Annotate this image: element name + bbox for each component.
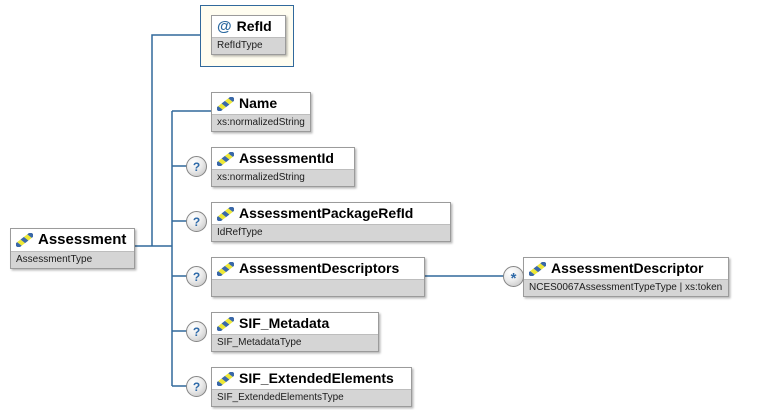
element-icon bbox=[217, 261, 234, 276]
node-title: AssessmentPackageRefId bbox=[239, 205, 414, 221]
node-type: SIF_ExtendedElementsType bbox=[212, 389, 411, 406]
optional-icon: ? bbox=[186, 376, 207, 397]
node-type: NCES0067AssessmentTypeType | xs:token bbox=[524, 279, 728, 296]
node-title: AssessmentDescriptors bbox=[239, 260, 400, 276]
node-title: AssessmentId bbox=[239, 150, 334, 166]
element-icon bbox=[529, 261, 546, 276]
element-icon bbox=[217, 151, 234, 166]
attribute-container: @ RefId RefIdType bbox=[200, 5, 294, 67]
node-assessment[interactable]: Assessment AssessmentType bbox=[10, 228, 136, 269]
node-type: AssessmentType bbox=[11, 251, 135, 268]
node-type: xs:normalizedString bbox=[212, 114, 310, 131]
element-icon bbox=[217, 371, 234, 386]
node-title: Name bbox=[239, 95, 278, 111]
node-assessmentdescriptors[interactable]: AssessmentDescriptors bbox=[211, 257, 425, 297]
node-assessmentpackagerefid[interactable]: AssessmentPackageRefId IdRefType bbox=[211, 202, 451, 242]
optional-icon: ? bbox=[186, 321, 207, 342]
element-icon bbox=[16, 233, 33, 247]
optional-icon: ? bbox=[186, 211, 207, 232]
node-assessmentid[interactable]: AssessmentId xs:normalizedString bbox=[211, 147, 355, 187]
node-type: RefIdType bbox=[212, 37, 285, 54]
node-name[interactable]: Name xs:normalizedString bbox=[211, 92, 311, 132]
node-type: IdRefType bbox=[212, 224, 450, 241]
element-icon bbox=[217, 316, 234, 331]
node-type bbox=[212, 279, 424, 296]
repeat-icon: * bbox=[503, 266, 524, 287]
attribute-icon: @ bbox=[217, 17, 232, 35]
node-title: Assessment bbox=[38, 231, 127, 248]
node-title: RefId bbox=[236, 18, 272, 34]
node-type: SIF_MetadataType bbox=[212, 334, 378, 351]
node-sif-extendedelements[interactable]: SIF_ExtendedElements SIF_ExtendedElement… bbox=[211, 367, 412, 407]
element-icon bbox=[217, 96, 234, 111]
node-refid[interactable]: @ RefId RefIdType bbox=[211, 15, 286, 55]
node-title: AssessmentDescriptor bbox=[551, 260, 704, 276]
node-sif-metadata[interactable]: SIF_Metadata SIF_MetadataType bbox=[211, 312, 379, 352]
node-type: xs:normalizedString bbox=[212, 169, 354, 186]
optional-icon: ? bbox=[186, 156, 207, 177]
optional-icon: ? bbox=[186, 266, 207, 287]
node-assessmentdescriptor[interactable]: AssessmentDescriptor NCES0067AssessmentT… bbox=[523, 257, 729, 297]
node-title: SIF_ExtendedElements bbox=[239, 370, 394, 386]
node-title: SIF_Metadata bbox=[239, 315, 330, 331]
element-icon bbox=[217, 206, 234, 221]
